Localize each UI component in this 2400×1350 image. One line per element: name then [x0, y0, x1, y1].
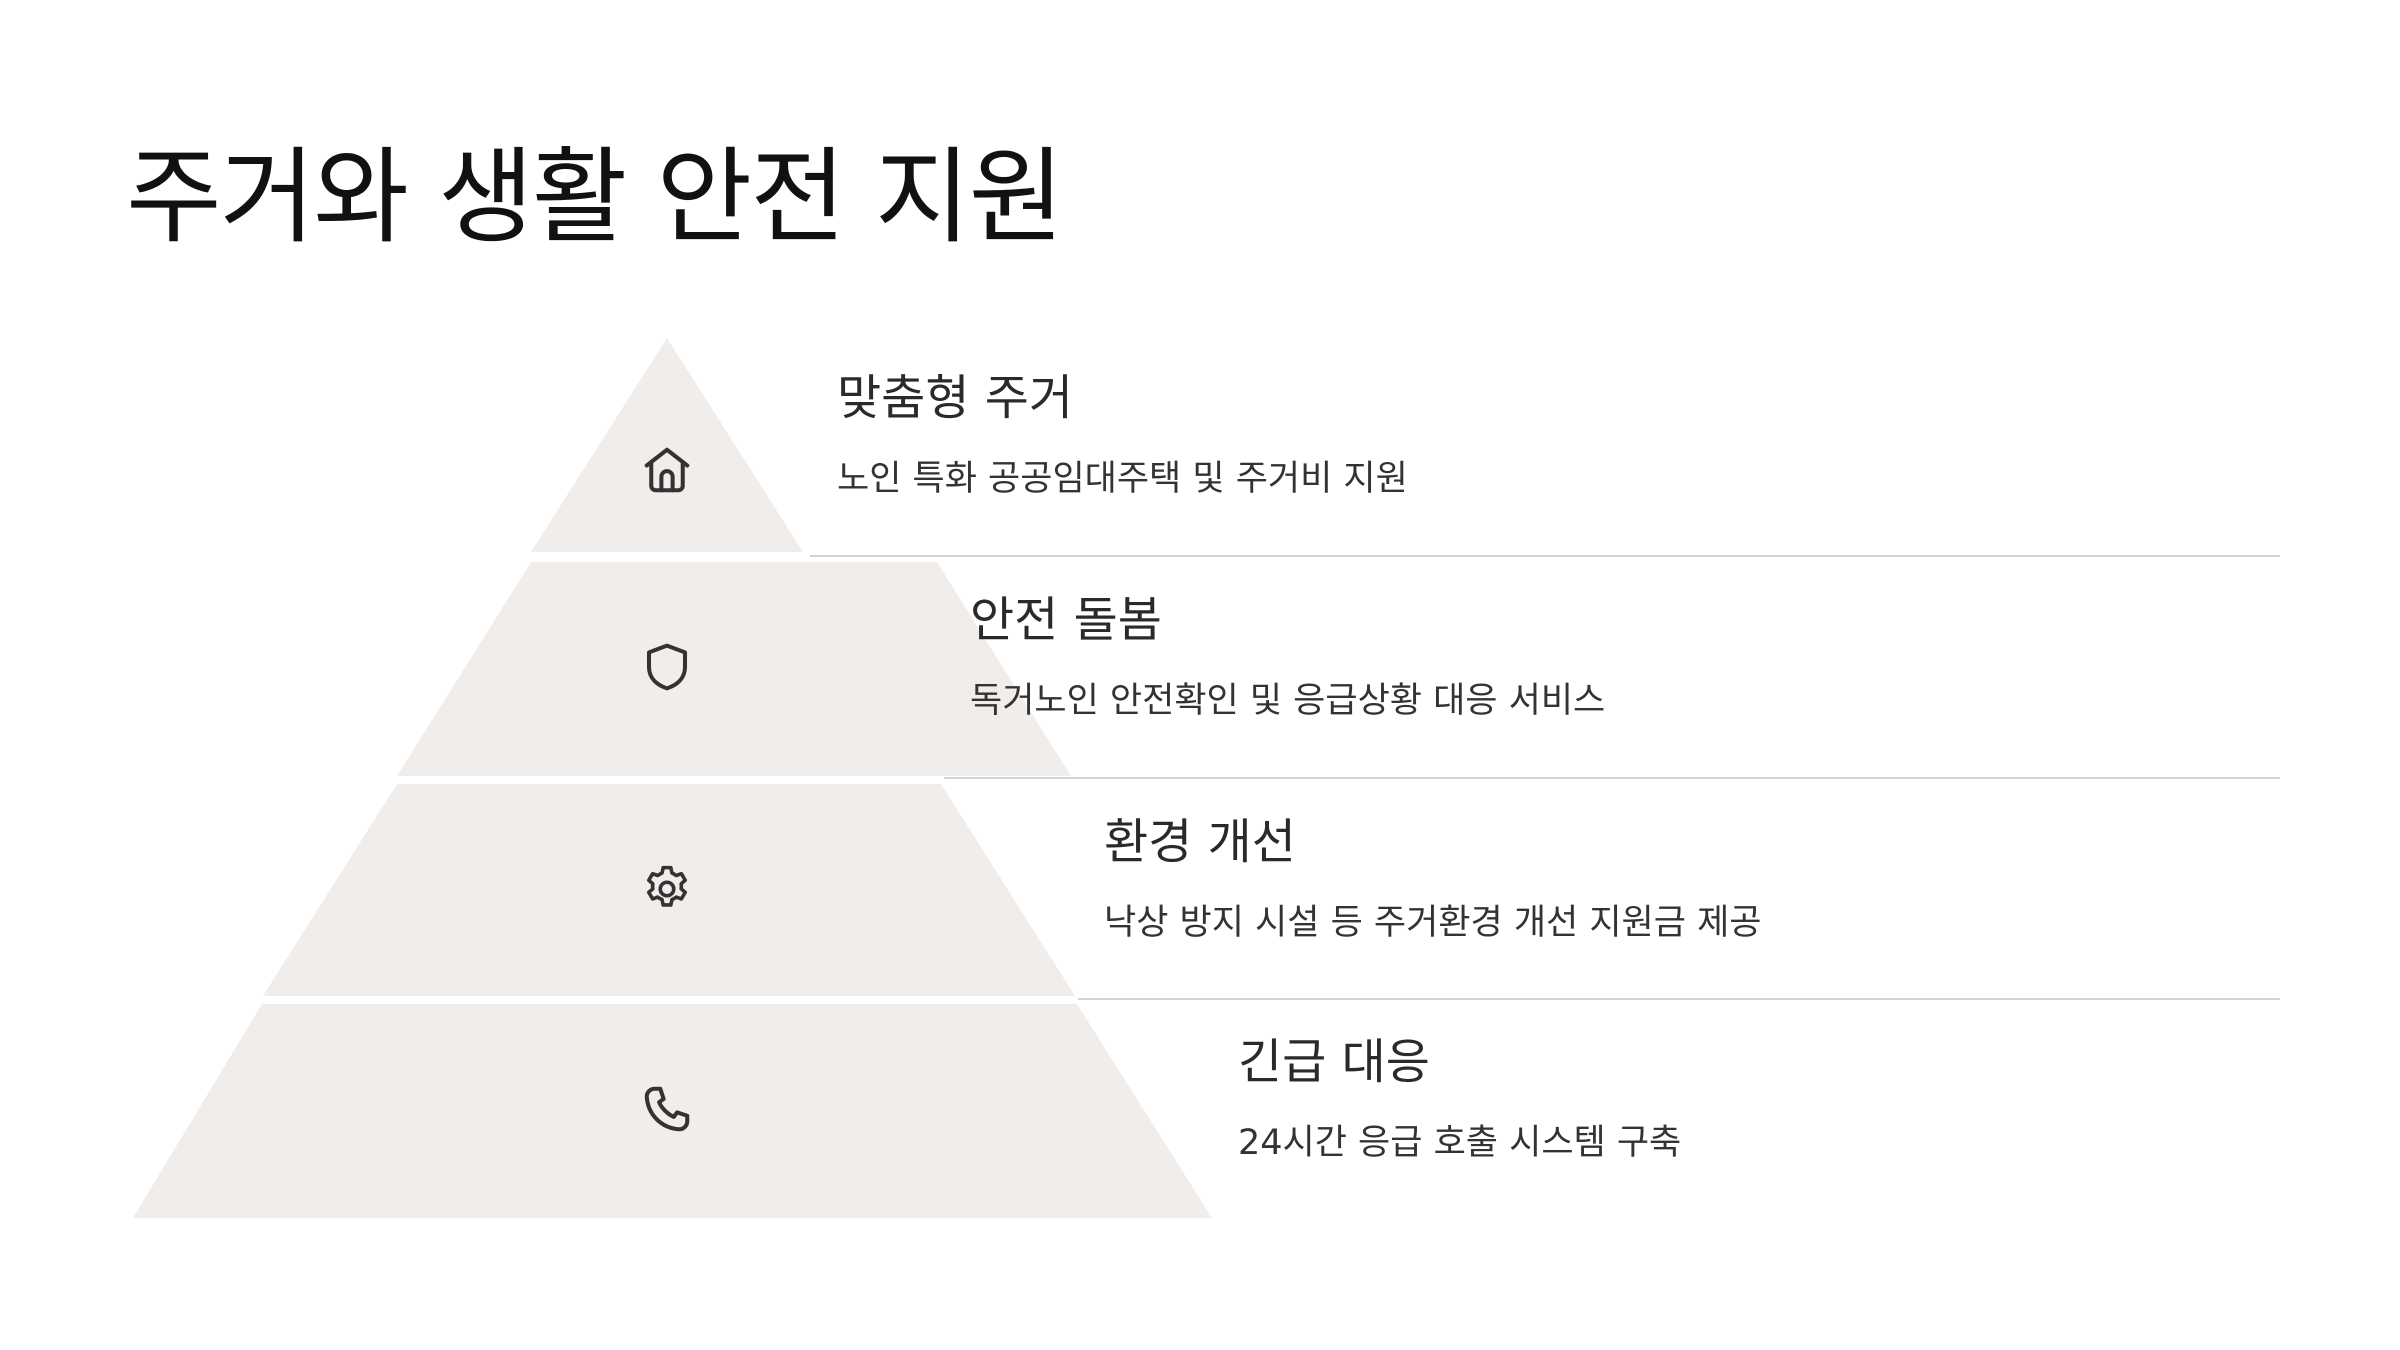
level-description-environment: 낙상 방지 시설 등 주거환경 개선 지원금 제공	[1104, 903, 1762, 943]
phone-icon	[644, 1086, 690, 1132]
level-title-housing: 맞춤형 주거	[837, 370, 1074, 426]
gear-icon	[646, 865, 688, 907]
shield-icon	[646, 643, 688, 691]
level-description-emergency: 24시간 응급 호출 시스템 구축	[1238, 1123, 1682, 1163]
level-title-safety-care: 안전 돌봄	[970, 592, 1162, 648]
pyramid-tier-4	[133, 1004, 1212, 1218]
pyramid-tier-1	[531, 338, 803, 552]
level-title-environment: 환경 개선	[1104, 814, 1296, 870]
page-title: 주거와 생활 안전 지원	[126, 136, 1064, 258]
pyramid-tier-2	[397, 562, 1071, 776]
pyramid-tier-3	[263, 784, 1075, 996]
level-description-safety-care: 독거노인 안전확인 및 응급상황 대응 서비스	[970, 681, 1606, 721]
level-title-emergency: 긴급 대응	[1238, 1034, 1430, 1090]
home-icon	[644, 447, 690, 493]
level-description-housing: 노인 특화 공공임대주택 및 주거비 지원	[837, 459, 1408, 499]
